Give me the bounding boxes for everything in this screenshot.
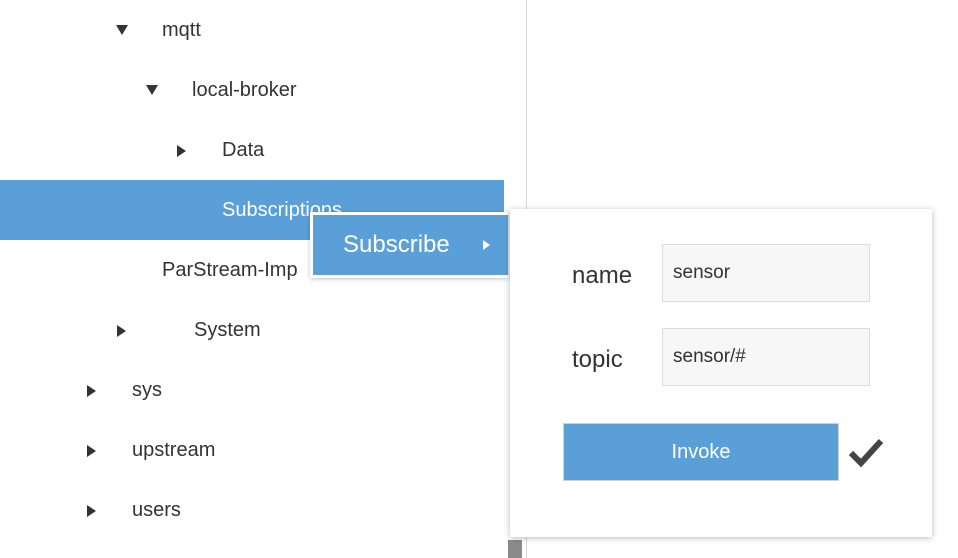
caret-right-icon [483, 240, 490, 250]
caret-down-icon[interactable] [116, 25, 128, 35]
caret-right-icon[interactable] [87, 445, 96, 457]
caret-right-icon[interactable] [177, 145, 186, 157]
invoke-button[interactable]: Invoke [563, 423, 839, 481]
name-input[interactable] [662, 244, 870, 302]
tree-node-label: Data [222, 138, 265, 161]
tree-node-system[interactable]: System [0, 300, 504, 360]
tree-node-label: System [194, 318, 261, 341]
context-menu: Subscribe [310, 212, 508, 278]
tree-node-label: ParStream-Imp [162, 258, 298, 281]
caret-down-icon[interactable] [146, 85, 158, 95]
tree-node-sys[interactable]: sys [0, 360, 504, 420]
checkmark-icon [848, 438, 884, 468]
caret-right-icon[interactable] [87, 505, 96, 517]
tree-node-local-broker[interactable]: local-broker [0, 60, 504, 120]
tree-pane: mqtt local-broker Data Subscriptions Par… [0, 0, 504, 540]
caret-right-icon[interactable] [117, 325, 126, 337]
tree-node-mqtt[interactable]: mqtt [0, 0, 504, 60]
caret-right-icon[interactable] [87, 385, 96, 397]
action-dialog: name topic Invoke [510, 209, 932, 537]
tree-node-label: sys [132, 378, 162, 401]
menu-item-label: Subscribe [343, 231, 450, 258]
menu-item-subscribe[interactable]: Subscribe [313, 215, 508, 275]
scrollbar-thumb[interactable] [508, 540, 522, 558]
topic-label: topic [572, 346, 623, 373]
tree-node-data[interactable]: Data [0, 120, 504, 180]
tree-node-label: mqtt [162, 18, 201, 41]
tree-node-label: upstream [132, 438, 216, 461]
name-label: name [572, 262, 633, 289]
tree-node-users[interactable]: users [0, 480, 504, 540]
tree-node-label: local-broker [192, 78, 297, 101]
tree-node-label: users [132, 498, 181, 521]
tree-node-upstream[interactable]: upstream [0, 420, 504, 480]
tree-node-parstream-imp[interactable]: ParStream-Imp [0, 240, 504, 300]
topic-input[interactable] [662, 328, 870, 386]
